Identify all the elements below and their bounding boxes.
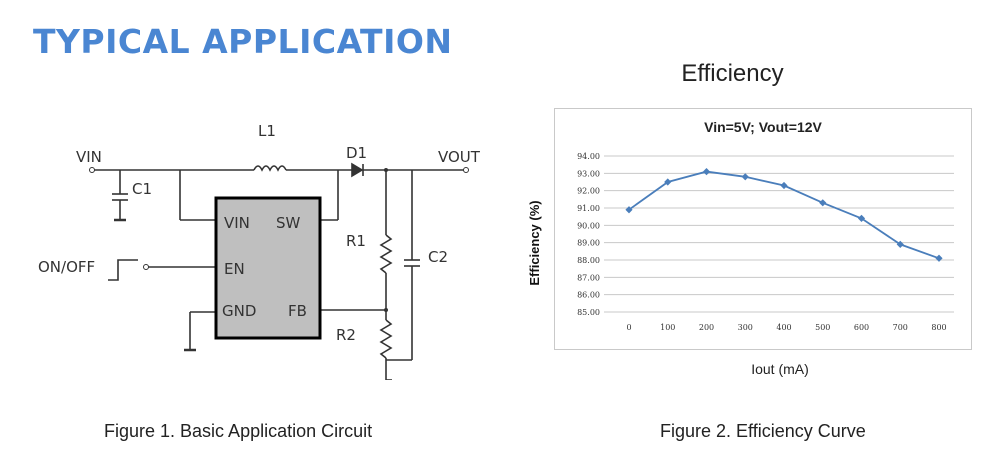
pin-fb: FB [288,302,307,320]
data-point [857,214,866,222]
label-d1: D1 [346,144,367,162]
data-point [935,254,943,262]
data-point [819,199,827,207]
y-tick-label: 90.00 [577,221,600,230]
x-tick-label: 400 [776,323,791,332]
inductor-l1 [253,165,287,172]
onoff-switch-symbol [108,259,138,281]
y-tick-label: 91.00 [577,204,600,213]
data-point [702,168,711,176]
figure2-caption: Figure 2. Efficiency Curve [660,421,866,441]
label-r2: R2 [336,326,356,344]
pin-en: EN [224,260,245,278]
y-tick-label: 94.00 [577,152,600,161]
data-point [625,206,633,214]
y-tick-label: 87.00 [577,273,600,282]
y-tick-label: 85.00 [577,308,600,317]
label-vout: VOUT [438,148,481,166]
x-tick-label: 700 [893,323,908,332]
pin-vin: VIN [224,214,250,232]
data-point [780,181,788,190]
x-tick-label: 200 [699,323,714,332]
chart-ylabel: Efficiency (%) [527,200,542,286]
pin-sw: SW [276,214,301,232]
label-r1: R1 [346,232,366,250]
efficiency-title: Efficiency [681,60,784,87]
data-point [741,173,749,181]
section-heading: TYPICAL APPLICATION [33,22,453,61]
data-point [664,178,672,186]
resistor-r2 [379,319,393,359]
y-tick-label: 88.00 [577,256,600,265]
label-onoff: ON/OFF [38,258,95,276]
x-tick-label: 100 [660,323,675,332]
ic-chip [214,196,322,340]
y-tick-label: 92.00 [577,187,600,196]
data-point [896,240,904,248]
y-tick-label: 89.00 [577,239,600,248]
label-vin: VIN [76,148,102,166]
label-c2: C2 [428,248,448,266]
x-tick-label: 500 [815,323,830,332]
y-tick-label: 93.00 [577,169,600,178]
x-tick-label: 800 [931,323,946,332]
x-tick-label: 0 [626,323,631,332]
chart-frame: Vin=5V; Vout=12V [554,108,972,350]
diode-d1 [351,162,364,178]
figure1-caption: Figure 1. Basic Application Circuit [104,421,373,441]
x-tick-label: 600 [854,323,869,332]
resistor-r1 [379,234,393,274]
label-l1: L1 [258,122,276,140]
pin-gnd: GND [222,302,256,320]
label-c1: C1 [132,180,152,198]
y-tick-label: 86.00 [577,291,600,300]
application-circuit-diagram: VIN VOUT L1 D1 C1 C2 R1 R2 ON/OFF VIN SW… [38,122,481,380]
chart-xlabel: Iout (mA) [751,361,809,377]
chart-title: Vin=5V; Vout=12V [704,119,822,135]
x-tick-label: 300 [738,323,753,332]
efficiency-chart: 85.00 86.00 87.00 88.00 89.00 90.00 91.00 92.00… [577,152,954,332]
